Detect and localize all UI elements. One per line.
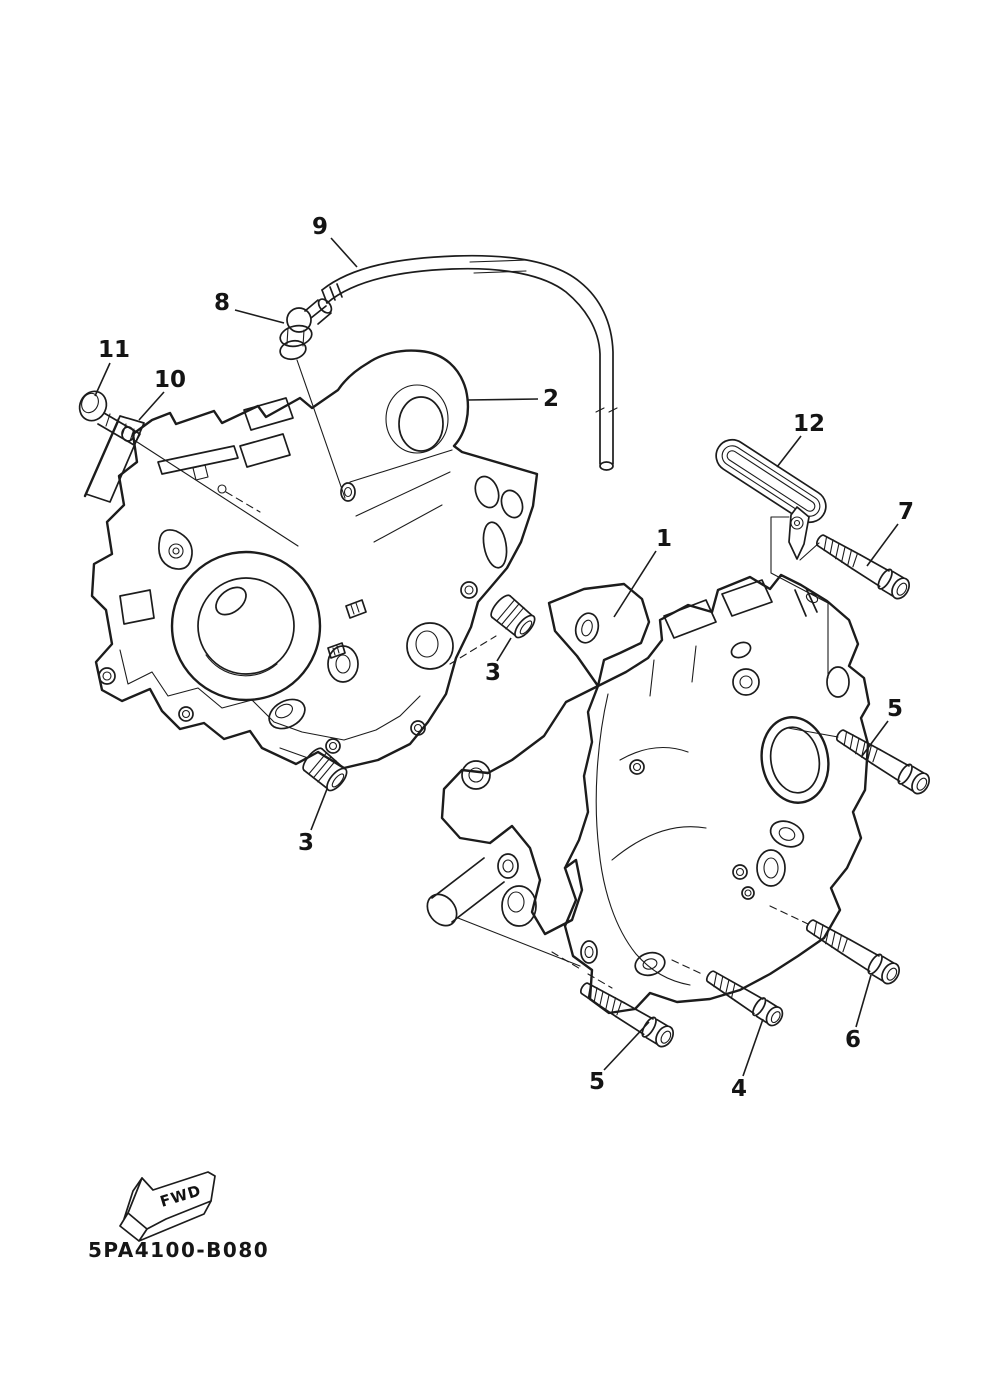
dowel-pin-lower <box>299 744 352 795</box>
callout-number-2: 2 <box>543 386 559 412</box>
callout-number-1: 1 <box>656 526 672 552</box>
callout-leader-10 <box>138 391 165 421</box>
callout-number-8: 8 <box>214 290 230 316</box>
fwd-arrow: FWD <box>119 1171 216 1242</box>
callout-7: 7 <box>866 499 914 567</box>
callout-number-4: 4 <box>731 1076 747 1102</box>
callout-leader-5 <box>603 1021 650 1071</box>
callout-leader-1 <box>613 550 657 618</box>
callout-number-3: 3 <box>485 660 501 686</box>
callout-1: 1 <box>613 526 672 618</box>
callout-leader-9 <box>330 237 358 268</box>
callout-2: 2 <box>466 386 559 412</box>
callout-3: 3 <box>298 788 328 856</box>
callout-number-11: 11 <box>98 337 130 363</box>
right-crankcase-half <box>426 542 871 1015</box>
callout-leader-8 <box>234 309 285 324</box>
callout-5: 5 <box>861 696 903 757</box>
drawing-code: 5PA4100-B080 <box>88 1238 269 1262</box>
callout-leader-6 <box>855 974 872 1028</box>
bolt-5-upper <box>831 723 934 798</box>
callout-number-7: 7 <box>898 499 914 525</box>
callouts-layer: 9 8 11 10 2 12 7 1 3 5 3 6 5 4 <box>94 214 914 1102</box>
callout-5: 5 <box>589 1021 650 1095</box>
callout-number-6: 6 <box>845 1027 861 1053</box>
breather-joint <box>279 298 346 499</box>
bolt-7 <box>811 528 914 603</box>
bolt-6 <box>801 913 904 988</box>
callout-4: 4 <box>731 1018 764 1102</box>
callout-leader-3 <box>496 637 512 662</box>
callout-number-5: 5 <box>887 696 903 722</box>
callout-number-3: 3 <box>298 830 314 856</box>
screw-11 <box>78 390 141 446</box>
callout-3: 3 <box>485 637 512 686</box>
callout-leader-3 <box>310 788 328 831</box>
callout-leader-12 <box>776 435 802 468</box>
callout-leader-7 <box>866 523 899 567</box>
callout-leader-11 <box>94 362 111 397</box>
callout-12: 12 <box>776 411 825 468</box>
callout-number-10: 10 <box>154 367 186 393</box>
callout-9: 9 <box>312 214 358 268</box>
handle-12 <box>715 438 829 679</box>
callout-6: 6 <box>845 974 872 1053</box>
callout-number-9: 9 <box>312 214 328 240</box>
left-crankcase-half <box>90 349 539 770</box>
callout-leader-5 <box>861 720 889 757</box>
callout-leader-4 <box>742 1018 764 1077</box>
callout-10: 10 <box>138 367 186 421</box>
breather-hose <box>321 254 618 471</box>
callout-leader-2 <box>466 398 539 401</box>
dowel-pin-upper <box>487 591 540 642</box>
callout-number-12: 12 <box>793 411 825 437</box>
callout-8: 8 <box>214 290 285 324</box>
callout-11: 11 <box>94 337 130 397</box>
callout-number-5: 5 <box>589 1069 605 1095</box>
